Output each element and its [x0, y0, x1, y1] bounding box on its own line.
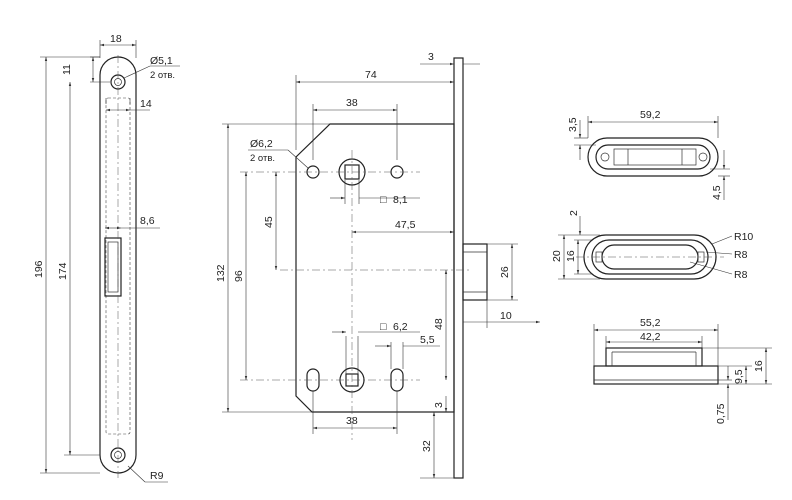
- dim-lower-slot-width: 5,5: [420, 334, 435, 346]
- dim-upper-hole-spacing: 38: [346, 97, 358, 109]
- dim-strike-hole-count: 2 отв.: [150, 70, 175, 81]
- dim-bottom-offset: 32: [421, 440, 433, 452]
- dim-strike-hole: Ø5,1: [150, 55, 173, 67]
- dim-spindle-spacing: 96: [233, 270, 245, 282]
- dim-lower-square-symbol: □: [380, 321, 387, 333]
- dim-body-depth: 74: [365, 69, 377, 81]
- latch-bolt: [462, 243, 488, 301]
- dim-latch-height: 26: [499, 266, 511, 278]
- dim-spindle-to-latch: 45: [263, 216, 275, 228]
- keeper-top-outer: [587, 137, 719, 177]
- keeper-side-raised: [605, 347, 703, 367]
- dim-plate-thickness-top: 3: [428, 51, 434, 63]
- dim-latch-to-lower: 48: [433, 318, 445, 330]
- dim-keeper-side-thin: 0,75: [715, 403, 727, 424]
- lock-body-outline: [295, 123, 455, 413]
- dim-keeper-middle-width: 20: [551, 250, 563, 262]
- dim-keeper-middle-inner: 16: [565, 250, 577, 262]
- lock-face-plate: [453, 57, 464, 479]
- keeper-middle-view: R10 R8 R8 20 16 2: [551, 210, 753, 281]
- dim-upper-square: 8,1: [393, 194, 408, 206]
- dim-strike-slot-width: 8,6: [140, 215, 155, 227]
- dim-body-hole: Ø6,2: [250, 138, 273, 150]
- dim-keeper-middle-offset: 2: [568, 210, 580, 216]
- dim-keeper-side-mid: 9,5: [733, 369, 745, 384]
- dim-strike-inner-width: 14: [140, 98, 152, 110]
- dim-keeper-side-inner: 42,2: [640, 331, 661, 343]
- dim-keeper-top-length: 59,2: [640, 109, 661, 121]
- keeper-side-base: [593, 365, 719, 385]
- dim-body-height: 132: [215, 264, 227, 282]
- dim-body-hole-count: 2 отв.: [250, 153, 275, 164]
- dim-keeper-top-lower: 4,5: [711, 185, 723, 200]
- strike-plate-latch-slot: [104, 237, 122, 297]
- dim-keeper-radius-inner1: R8: [734, 249, 748, 261]
- dim-keeper-side-height: 16: [753, 360, 765, 372]
- dim-keeper-top-upper: 3,5: [567, 117, 579, 132]
- dim-keeper-side-outer: 55,2: [640, 317, 661, 329]
- dim-latch-projection: 10: [500, 310, 512, 322]
- keeper-side-view: 55,2 42,2 16 9,5 0,75: [593, 317, 772, 424]
- strike-plate-view: 18 Ø5,1 2 отв. 11 14 8,6 196 174 R9: [33, 33, 180, 483]
- dim-lower-slot-spacing: 38: [346, 415, 358, 427]
- lock-body-view: 74 3 38 Ø6,2 2 отв. □ 8,1 47,5 45 96: [215, 51, 540, 479]
- keeper-top-view: 59,2 3,5 4,5: [567, 109, 730, 200]
- dim-strike-hole-spacing: 174: [57, 262, 69, 280]
- strike-plate-outline: [99, 56, 137, 474]
- dim-strike-height: 196: [33, 260, 45, 278]
- dim-strike-hole-offset: 11: [61, 64, 73, 75]
- dim-backset: 47,5: [395, 219, 416, 231]
- dim-lower-square: 6,2: [393, 321, 408, 333]
- dim-plate-thickness-bottom: 3: [433, 402, 445, 408]
- dim-keeper-radius-outer: R10: [734, 231, 753, 243]
- dim-strike-width: 18: [110, 33, 122, 45]
- dim-strike-radius: R9: [150, 470, 164, 482]
- dim-keeper-radius-inner2: R8: [734, 269, 748, 281]
- dim-upper-square-symbol: □: [380, 194, 387, 206]
